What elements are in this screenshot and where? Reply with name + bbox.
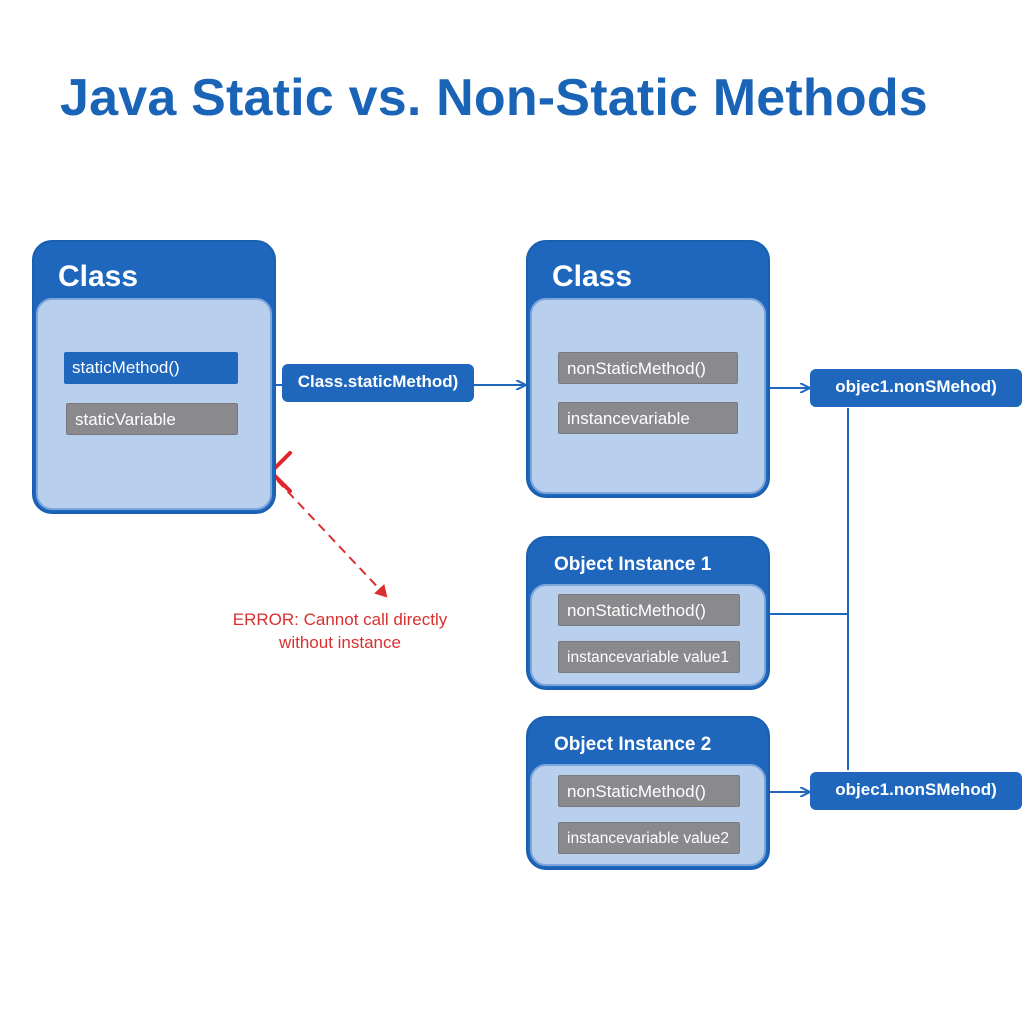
nonstatic-class-header: Class: [552, 260, 633, 293]
error-message-line-1: ERROR: Cannot call directly: [232, 610, 448, 629]
object-instance-1-header: Object Instance 1: [554, 554, 712, 575]
error-message: ERROR: Cannot call directly without inst…: [200, 608, 480, 654]
object-instance-2-header: Object Instance 2: [554, 734, 712, 755]
error-message-line-2: without instance: [279, 633, 401, 652]
instance2-variable-chip[interactable]: instancevariable value2: [558, 822, 740, 854]
static-class-header: Class: [58, 260, 139, 293]
instance1-variable-chip[interactable]: instancevariable value1: [558, 641, 740, 673]
object-call-pill-1[interactable]: objec1.nonSMehod): [810, 369, 1022, 407]
instance-variable-chip[interactable]: instancevariable: [558, 402, 738, 434]
static-method-chip[interactable]: staticMethod(): [64, 352, 238, 384]
object-call-pill-2[interactable]: objec1.nonSMehod): [810, 772, 1022, 810]
static-variable-chip[interactable]: staticVariable: [66, 403, 238, 435]
instance2-method-chip[interactable]: nonStaticMethod(): [558, 775, 740, 807]
instance1-method-chip[interactable]: nonStaticMethod(): [558, 594, 740, 626]
nonstatic-method-chip[interactable]: nonStaticMethod(): [558, 352, 738, 384]
static-call-pill[interactable]: Class.staticMethod): [282, 364, 474, 402]
nonstatic-class-body: [530, 298, 766, 494]
page-title: Java Static vs. Non-Static Methods: [60, 69, 928, 127]
